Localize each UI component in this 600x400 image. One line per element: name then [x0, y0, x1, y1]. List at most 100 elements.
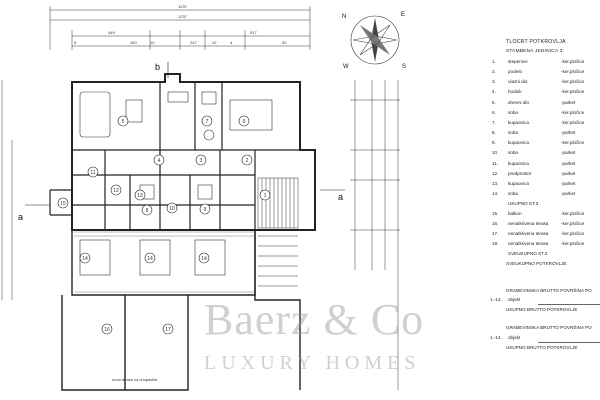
room-number: 5	[122, 119, 125, 125]
compass-rose: N S E W	[342, 12, 406, 70]
summary-number: 1.-14.	[490, 335, 502, 340]
room-number: 7	[206, 119, 209, 125]
outer-walls	[71, 73, 316, 231]
dim-label: 247	[190, 40, 197, 45]
legend-room-name: soba	[508, 191, 518, 196]
legend-floor-type: -ker.pločice	[561, 69, 585, 74]
legend-row: UKUPNO ST.3	[478, 201, 600, 209]
legend-row: 17.nenatkrivena terasa-ker.pločice	[478, 231, 600, 239]
legend-number: 2.	[492, 69, 496, 74]
legend-room-name: UKUPNO ST.3	[508, 201, 539, 206]
legend-room-name: podest	[508, 69, 522, 74]
left-markers	[1, 80, 13, 300]
summary-underline	[538, 342, 600, 343]
legend-number: 9.	[492, 140, 496, 145]
legend-row: 8.soba-parket	[478, 130, 600, 138]
legend-room-name: kupaonica	[508, 140, 529, 145]
room-number: 2	[246, 158, 249, 164]
legend-room-name: predprostor	[508, 171, 532, 176]
compass-label: S	[402, 64, 406, 70]
room-number: 3	[200, 158, 203, 164]
summary-label: GRAĐEVINSKA BRUTTO POVRŠINA PO	[506, 288, 592, 293]
dim-label: 52	[282, 40, 287, 45]
legend-floor-type: -ker.pločice	[561, 241, 585, 246]
legend-row: 3.ulazni dio-ker.pločice	[478, 79, 600, 87]
legend-room-name: kupaonica	[508, 161, 529, 166]
dimension-lines-right	[350, 80, 400, 390]
section-marks: b a a	[18, 62, 343, 222]
legend-row: 6.soba-ker.pločice	[478, 110, 600, 118]
dim-label: 4	[230, 40, 233, 45]
legend-floor-type: -ker.pločice	[561, 79, 585, 84]
legend-number: 14.	[492, 191, 499, 196]
staircase	[257, 177, 299, 287]
legend-floor-type: -ker.pločice	[561, 221, 585, 226]
legend-number: 15.	[492, 211, 499, 216]
legend-row: 18.nenatkrivena terasa-ker.pločice	[478, 241, 600, 249]
summary-row: GRAĐEVINSKA BRUTTO POVRŠINA PO	[478, 325, 600, 333]
legend-room-name: soba	[508, 110, 518, 115]
legend-room-name: soba	[508, 150, 518, 155]
room-markers	[57, 115, 271, 335]
room-number: 17	[165, 327, 171, 333]
legend-number: 5.	[492, 100, 496, 105]
legend-floor-type: -ker.pločice	[561, 59, 585, 64]
balcony-hatch	[74, 231, 254, 293]
dim-label: 1237	[178, 14, 188, 19]
legend-floor-type: -ker.pločice	[561, 140, 585, 145]
legend-row: 14. soba -parket	[478, 191, 600, 199]
legend-number: 7.	[492, 120, 496, 125]
legend-row: 9. kupaonica -ker.pločice	[478, 140, 600, 148]
dimension-text-top: 1237 1237 449 517 247 52 5 10 12 4 160	[74, 4, 287, 45]
legend-number: 6.	[492, 110, 496, 115]
room-number: 1	[264, 193, 267, 199]
legend-row: 15. balkon -ker.pločice	[478, 211, 600, 219]
legend-number: 16.	[492, 221, 499, 226]
summary-row: UKUPNO BRUTTO POTKROVLJE	[478, 345, 600, 353]
legend-room-name: hodnik	[508, 89, 522, 94]
legend-number: 1.	[492, 59, 496, 64]
room-number: 12	[113, 188, 119, 194]
compass-label: E	[401, 12, 405, 18]
legend-room-name: dnevni dio	[508, 100, 529, 105]
room-number: 8	[146, 208, 149, 214]
section-mark: a	[18, 212, 23, 222]
summary-label: objekt	[508, 335, 521, 340]
legend-room-name: kupaonica	[508, 181, 529, 186]
summary-underline	[538, 304, 600, 305]
legend-row: 4.hodnik-ker.pločice	[478, 89, 600, 97]
legend-number: 11.	[492, 161, 499, 166]
summary-number: 1.-14.	[490, 297, 502, 302]
room-number: 4	[158, 158, 161, 164]
room-number: 16	[104, 327, 110, 333]
legend-room-name: kupaonica	[508, 120, 529, 125]
legend-room-name: balkon	[508, 211, 522, 216]
legend-row: 12.predprostor-parket	[478, 171, 600, 179]
legend-floor-type: -ker.pločice	[561, 211, 585, 216]
plan-note: nova terasa za chupavilia	[112, 377, 158, 382]
watermark-brand: Baerz & Co	[204, 295, 425, 344]
summary-row: 1.-14.objekt	[478, 297, 600, 305]
legend-row: 2. podest -ker.pločice	[478, 69, 600, 77]
interior-walls	[49, 82, 300, 230]
room-number: 14	[201, 256, 207, 262]
legend-row: SVEUKUPNO ST.3	[478, 251, 600, 259]
legend-subtitle: STAMBENA JEDINICA 3:	[506, 49, 565, 54]
dim-label: 12	[212, 40, 217, 45]
dimension-lines-top	[49, 6, 311, 50]
room-number-labels: 5 7 6 4 3 2 11 12 13 8 10 9 1 15 14 14 1…	[60, 119, 266, 333]
legend-room-name: stepenice	[508, 59, 528, 64]
lower-building	[61, 230, 301, 391]
summary-label: SVEUKUPNO POTKROVLJE	[506, 261, 567, 266]
legend-floor-type: -parket	[561, 130, 576, 135]
room-number: 14	[147, 256, 153, 262]
summary-row: SVEUKUPNO POTKROVLJE	[478, 261, 600, 269]
summary-label: GRAĐEVINSKA BRUTTO POVRŠINA PO	[506, 325, 592, 330]
room-number: 10	[169, 206, 175, 212]
legend-floor-type: -parket	[561, 191, 576, 196]
summary-row: UKUPNO BRUTTO POTKROVLJE	[478, 307, 600, 315]
legend-room-name: nenatkrivena terasa	[508, 241, 549, 246]
dim-label: 5	[74, 40, 77, 45]
section-mark: a	[338, 192, 343, 202]
